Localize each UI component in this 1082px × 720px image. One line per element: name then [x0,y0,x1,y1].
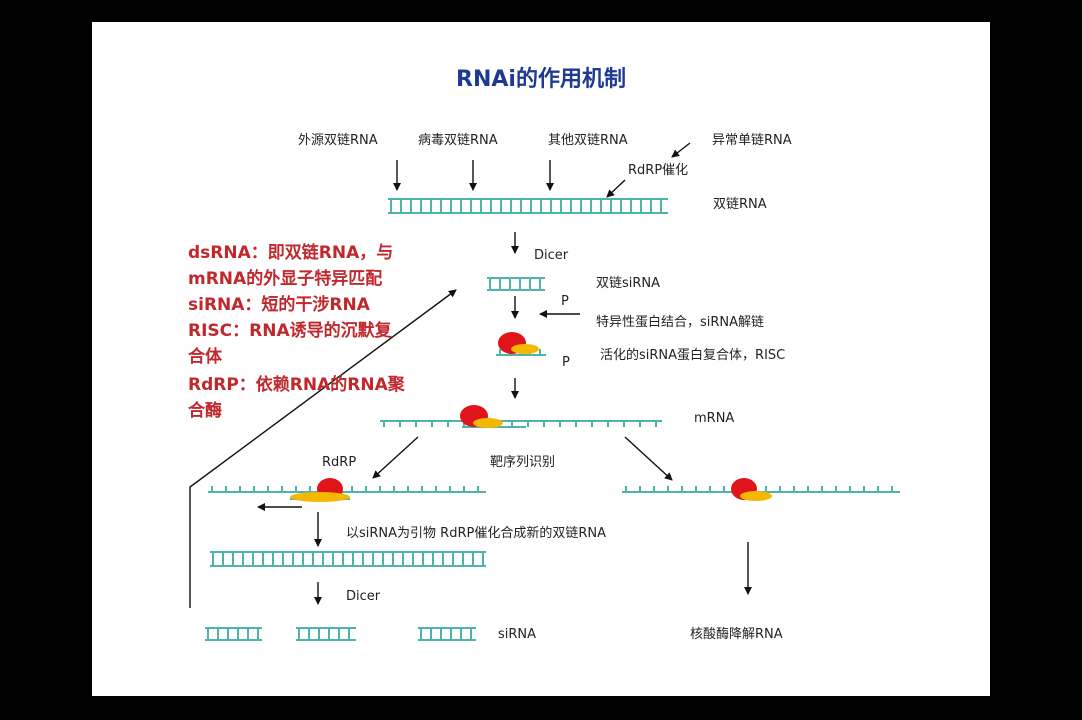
sirna-label: siRNA [498,627,536,642]
source-label-other: 其他双链RNA [548,133,628,148]
recycle-arrow [189,289,457,608]
dicer-label-2: Dicer [346,589,381,604]
rdrp-label: RdRP [322,455,356,470]
protein-yellow-1 [511,344,539,354]
risc-on-mrna-right [731,478,772,501]
risc-label: 活化的siRNA蛋白复合体，RISC [600,347,785,363]
nuclease-degrade-label: 核酸酶降解RNA [690,626,783,642]
risc-on-mrna [460,405,526,428]
mrna-label: mRNA [694,411,734,426]
target-recognition-label: 靶序列识别 [490,455,555,470]
arrow-rdrp-catalysis [606,179,626,198]
arrow-aberrant [671,142,691,158]
note-line-7: 合酶 [188,400,222,421]
rdrp-complex [290,478,350,502]
protein-yellow-3 [290,492,350,502]
dsrna-label: 双链RNA [713,197,767,212]
source-label-exogenous: 外源双链RNA [298,133,378,148]
note-line-5: 合体 [188,346,223,367]
sirna-product-3 [418,627,476,641]
glossary-notes: dsRNA：即双链RNA，与 mRNA的外显子特异匹配 siRNA：短的干涉RN… [188,242,406,421]
primer-synthesis-label: 以siRNA为引物 RdRP催化合成新的双链RNA [346,525,606,541]
note-line-2: mRNA的外显子特异匹配 [188,268,382,289]
slide [92,22,990,696]
arrow-to-degrade-branch [624,436,673,481]
ds-sirna-label: 双链siRNA [596,276,660,291]
sirna-product-2 [296,627,356,641]
page-title: RNAi的作用机制 [456,66,626,92]
protein-yellow-2 [473,418,503,428]
rdrp-catalysis-label: RdRP催化 [628,163,688,178]
new-dsrna-strand [210,551,486,567]
mrna-strand [380,420,662,427]
note-line-3: siRNA：短的干涉RNA [188,294,371,315]
dsrna-long-strand [388,198,668,214]
ds-sirna-strand [487,277,545,291]
p-label-2: P [562,355,570,370]
mrna-right-strand [622,486,900,493]
risc-complex-1 [496,332,546,356]
note-line-1: dsRNA：即双链RNA，与 [188,242,393,263]
source-label-aberrant: 异常单链RNA [712,133,792,148]
dicer-label-1: Dicer [534,248,569,263]
protein-yellow-4 [740,491,772,501]
protein-binding-label: 特异性蛋白结合，siRNA解链 [596,314,764,330]
source-label-viral: 病毒双链RNA [418,133,498,148]
note-line-4: RISC：RNA诱导的沉默复 [188,320,393,341]
note-line-6: RdRP：依赖RNA的RNA聚 [188,374,406,395]
mrna-left-strand [208,486,486,493]
arrow-to-rdrp-branch [372,436,419,479]
sirna-product-1 [205,627,262,641]
p-label-1: P [561,294,569,309]
